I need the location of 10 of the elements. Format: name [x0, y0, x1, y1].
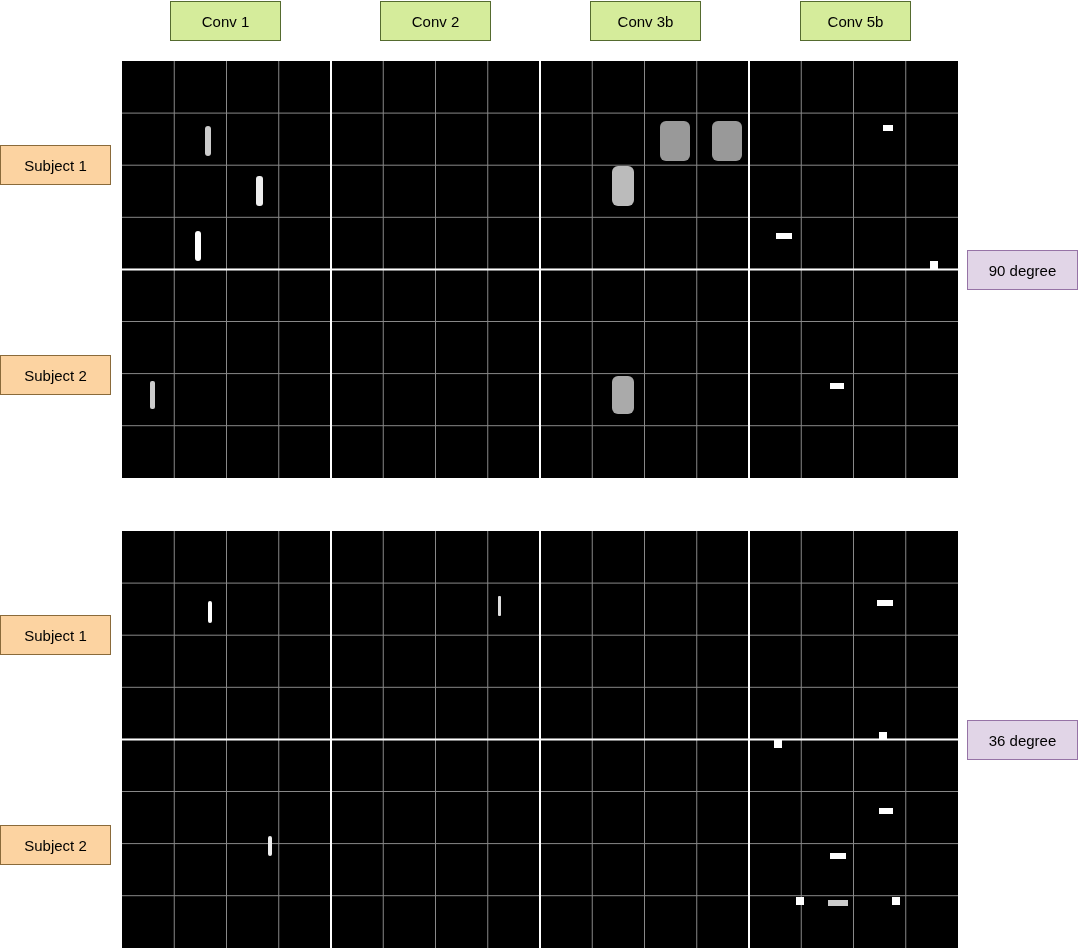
subject-label-box: Subject 2 [0, 355, 111, 395]
subject-label-box: Subject 2 [0, 825, 111, 865]
subject-label-box: Subject 1 [0, 145, 111, 185]
layer-label-box: Conv 2 [380, 1, 491, 41]
layer-label-box: Conv 3b [590, 1, 701, 41]
view-label-box: 36 degree [967, 720, 1078, 760]
view-label-box: 90 degree [967, 250, 1078, 290]
subject-label-box: Subject 1 [0, 615, 111, 655]
layer-label-box: Conv 5b [800, 1, 911, 41]
layer-label-box: Conv 1 [170, 1, 281, 41]
